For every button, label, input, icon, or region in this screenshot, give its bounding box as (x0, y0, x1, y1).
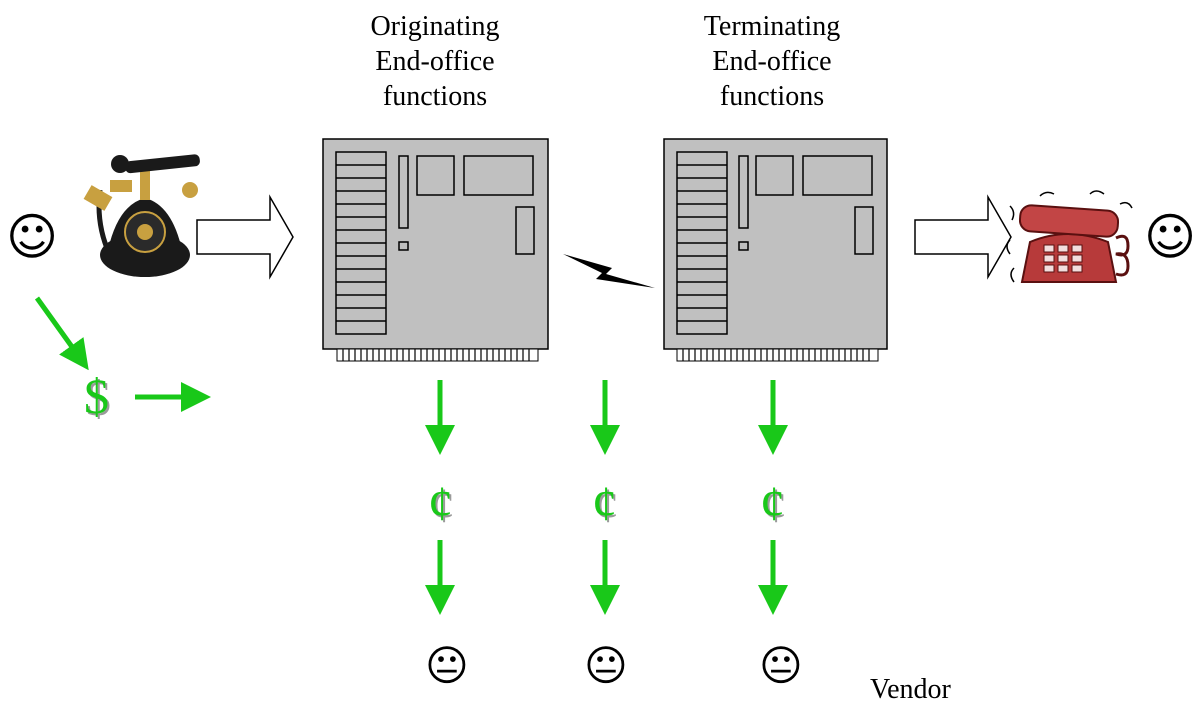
vendor-face-icon-1: 😐 (425, 641, 469, 690)
vendor-label: Vendor (870, 674, 951, 705)
cent-sign-3: ¢ (760, 475, 785, 531)
hollow-arrow-2 (914, 194, 1012, 280)
cent-sign-1: ¢ (428, 475, 453, 531)
originating-label: Originating End-office functions (370, 11, 500, 112)
terminating-switch-icon (663, 138, 888, 362)
originating-switch-icon (322, 138, 549, 362)
hollow-arrow-1 (196, 194, 294, 280)
lightning-icon (563, 254, 655, 288)
ringing-phone-icon (1006, 190, 1133, 283)
cent-sign-2: ¢ (592, 475, 617, 531)
green-arrows (34, 296, 788, 615)
caller-smiley-icon: ☺ (6, 208, 59, 266)
payment-arrow (34, 296, 89, 371)
dollar-sign: $ (84, 368, 109, 424)
antique-phone-icon (83, 154, 200, 277)
callee-smiley-icon: ☺ (1144, 208, 1197, 266)
vendor-face-icon-3: 😐 (759, 641, 803, 690)
terminating-label: Terminating End-office functions (703, 11, 841, 112)
vendor-face-icon-2: 😐 (584, 641, 628, 690)
